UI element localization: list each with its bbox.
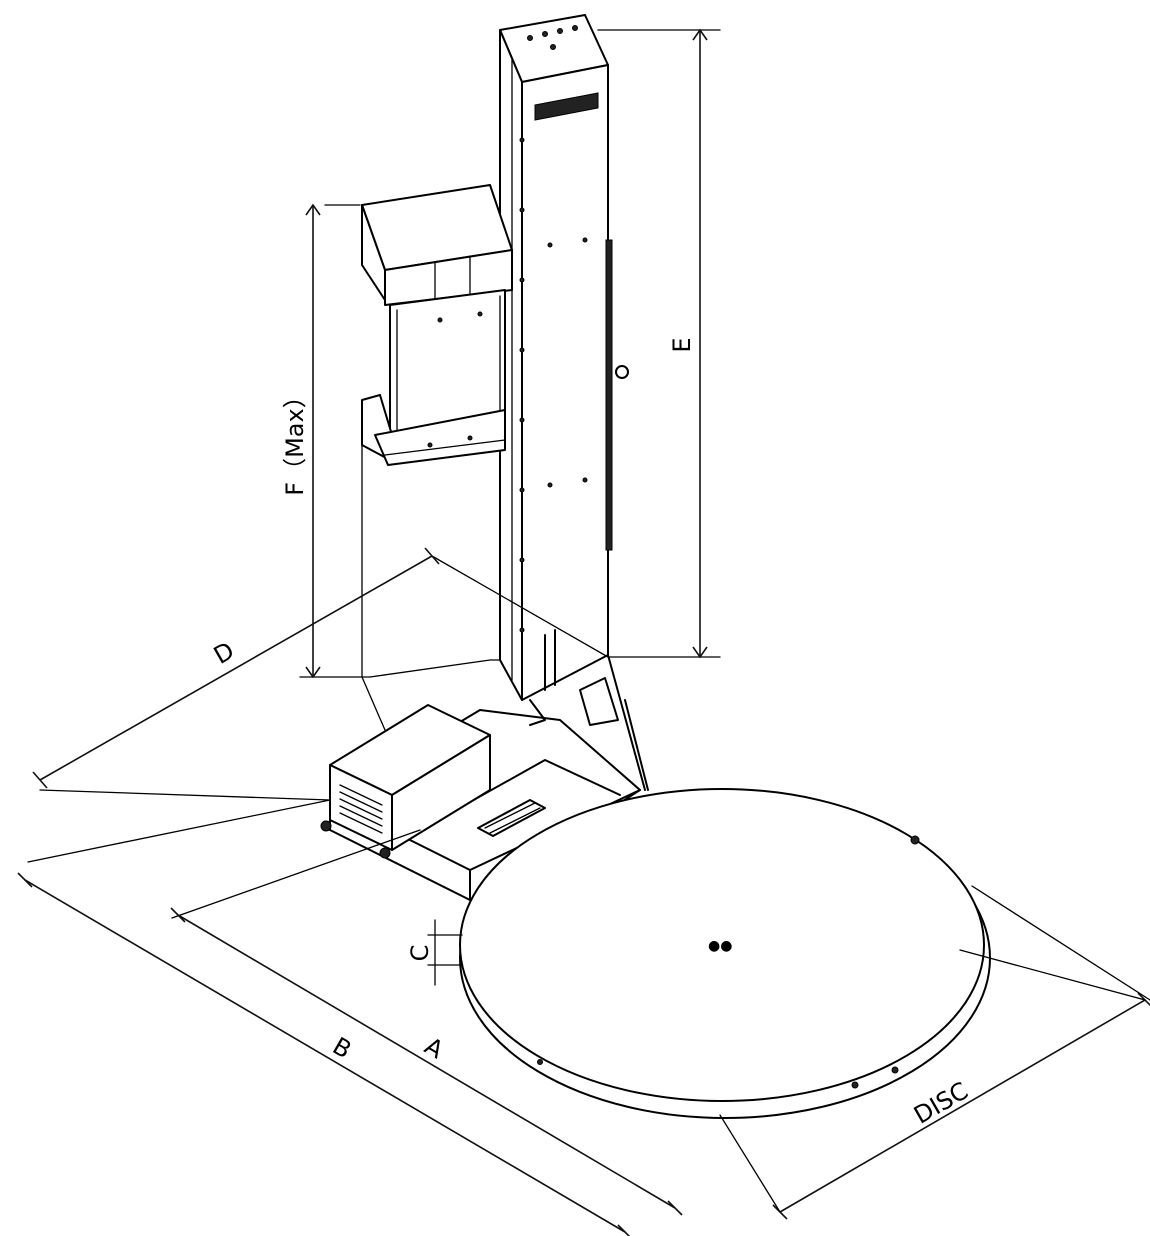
base-label-plate [477, 799, 546, 837]
vent-grille [339, 784, 383, 834]
label-disc: DISC [909, 1077, 973, 1130]
film-carriage [361, 184, 513, 466]
foot-icon [379, 847, 391, 859]
control-box [320, 704, 491, 859]
turntable-center-mark: ●● [708, 938, 732, 954]
mast-column [499, 14, 649, 791]
mast-knob [615, 365, 629, 379]
mast-label-plate [534, 92, 599, 121]
label-c: C [406, 945, 434, 962]
mast-side-rail [605, 239, 613, 551]
extension-lines [27, 29, 1150, 1001]
mast-top-marks [527, 25, 578, 50]
label-d: D [209, 636, 239, 669]
label-e: E [668, 337, 696, 352]
mast-rivets [519, 137, 588, 633]
turntable-mark-icon [910, 835, 920, 845]
dimension-lines [17, 28, 1150, 1236]
foot-icon [320, 820, 332, 832]
mast-foot-bracket [529, 629, 649, 791]
turntable: ●● [427, 788, 991, 1119]
label-f-max: F（Max） [281, 384, 309, 495]
